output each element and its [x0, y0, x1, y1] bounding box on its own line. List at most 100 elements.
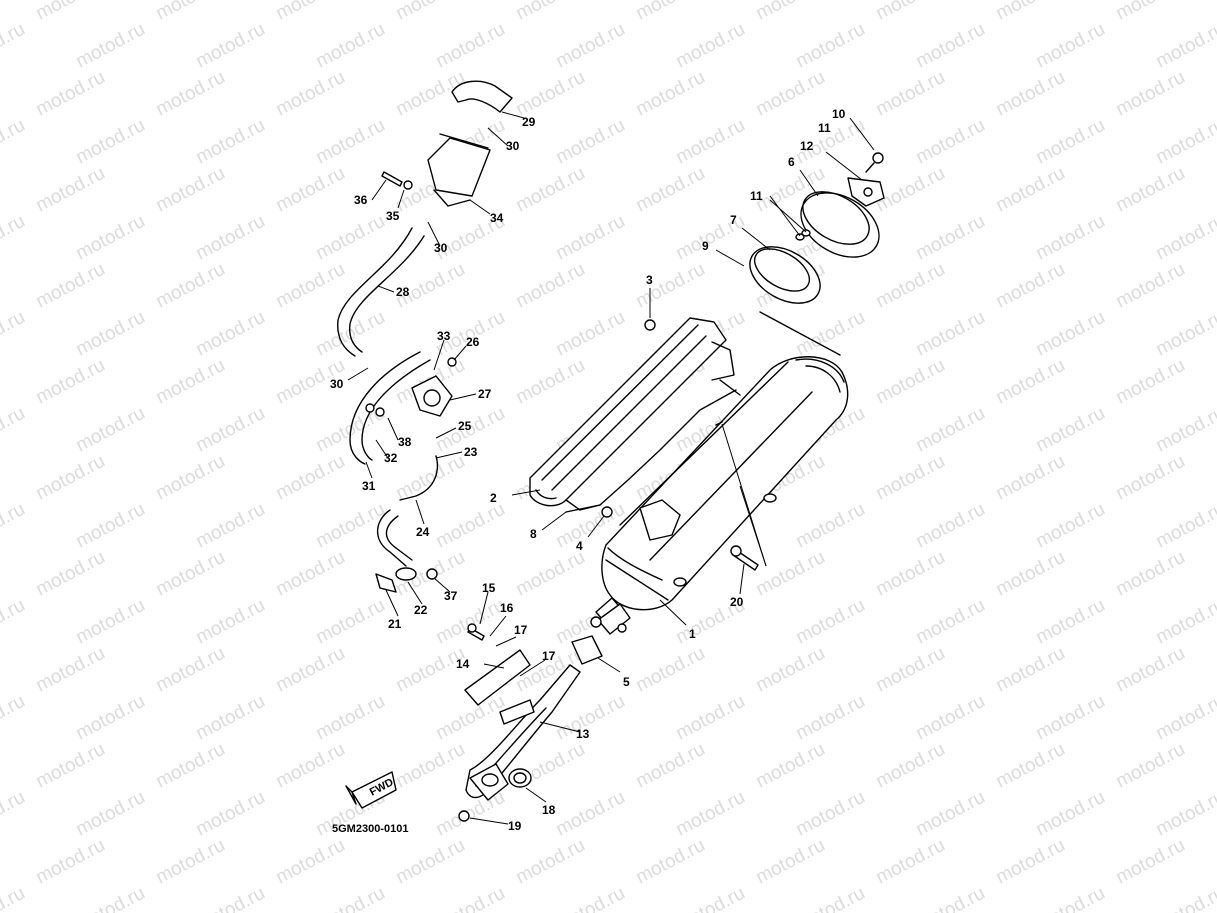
watermark-text: motod.ru [272, 835, 348, 889]
watermark-text: motod.ru [272, 67, 348, 121]
gasket-and-ring [749, 229, 841, 356]
air-induction-system [337, 80, 513, 593]
watermark-text: motod.ru [0, 115, 29, 169]
watermark-text: motod.ru [0, 499, 29, 553]
watermark-text: motod.ru [992, 259, 1068, 313]
watermark-text: motod.ru [1112, 355, 1188, 409]
callout-1: 1 [689, 627, 696, 641]
watermark-text: motod.ru [1112, 835, 1188, 889]
watermark-text: motod.ru [0, 403, 29, 457]
callout-15: 15 [482, 581, 496, 595]
watermark-text: motod.ru [432, 883, 508, 913]
watermark-text: motod.ru [192, 691, 268, 745]
watermark-text: motod.ru [192, 115, 268, 169]
watermark-text: motod.ru [1112, 163, 1188, 217]
watermark-text: motod.ru [912, 883, 988, 913]
watermark-text: motod.ru [1152, 691, 1217, 745]
callout-4: 4 [576, 539, 583, 553]
watermark-text: motod.ru [312, 883, 388, 913]
watermark-text: motod.ru [792, 19, 868, 73]
muffler-end-cover [800, 152, 885, 258]
watermark-text: motod.ru [1032, 307, 1108, 361]
watermark-text: motod.ru [1032, 691, 1108, 745]
watermark-text: motod.ru [432, 691, 508, 745]
watermark-text: motod.ru [312, 595, 388, 649]
watermark-text: motod.ru [872, 163, 948, 217]
watermark-text: motod.ru [912, 499, 988, 553]
callout-10: 10 [832, 107, 846, 121]
watermark-text: motod.ru [192, 883, 268, 913]
watermark-text: motod.ru [192, 787, 268, 841]
watermark-text: motod.ru [72, 595, 148, 649]
callout-14: 14 [456, 657, 470, 671]
watermark-text: motod.ru [632, 67, 708, 121]
watermark-text: motod.ru [992, 163, 1068, 217]
watermark-text: motod.ru [792, 787, 868, 841]
watermark-text: motod.ru [1112, 739, 1188, 793]
watermark-text: motod.ru [72, 691, 148, 745]
watermark-text: motod.ru [152, 0, 228, 24]
watermark-text: motod.ru [672, 691, 748, 745]
watermark-text: motod.ru [552, 115, 628, 169]
watermark-text: motod.ru [1032, 19, 1108, 73]
watermark-text: motod.ru [152, 355, 228, 409]
watermark-text: motod.ru [872, 643, 948, 697]
callout-11b: 11 [818, 121, 831, 135]
watermark-text: motod.ru [792, 499, 868, 553]
watermark-text: motod.ru [32, 0, 108, 24]
watermark-text: motod.ru [72, 307, 148, 361]
watermark-text: motod.ru [752, 739, 828, 793]
watermark-text: motod.ru [1112, 0, 1188, 24]
watermark-text: motod.ru [552, 787, 628, 841]
watermark-text: motod.ru [912, 211, 988, 265]
watermark-text: motod.ru [792, 883, 868, 913]
callout-27: 27 [478, 387, 492, 401]
fwd-arrow-icon: FWD [345, 771, 397, 809]
watermark-text: motod.ru [32, 355, 108, 409]
watermark-text: motod.ru [72, 787, 148, 841]
watermark-text: motod.ru [272, 451, 348, 505]
watermark-text: motod.ru [912, 19, 988, 73]
callout-22: 22 [414, 603, 428, 617]
callout-23: 23 [464, 445, 478, 459]
callout-36: 36 [354, 193, 368, 207]
callout-29: 29 [522, 115, 536, 129]
watermark-text: motod.ru [512, 355, 588, 409]
callout-17b: 17 [542, 649, 556, 663]
watermark-text: motod.ru [552, 211, 628, 265]
watermark-text: motod.ru [872, 67, 948, 121]
callout-11a: 11 [750, 189, 763, 203]
watermark-text: motod.ru [1152, 307, 1217, 361]
watermark-text: motod.ru [1032, 211, 1108, 265]
watermark-text: motod.ru [32, 163, 108, 217]
callout-30b: 30 [434, 241, 448, 255]
callout-28: 28 [396, 285, 410, 299]
watermark-text: motod.ru [192, 19, 268, 73]
watermark-text: motod.ru [272, 0, 348, 24]
callout-37: 37 [444, 589, 458, 603]
watermark-text: motod.ru [872, 451, 948, 505]
watermark-text: motod.ru [152, 739, 228, 793]
callout-26: 26 [466, 335, 480, 349]
heat-protector-2 [565, 389, 737, 513]
watermark-text: motod.ru [1032, 595, 1108, 649]
watermark-text: motod.ru [152, 451, 228, 505]
watermark-text: motod.ru [632, 259, 708, 313]
watermark-text: motod.ru [0, 211, 29, 265]
watermark-text: motod.ru [32, 67, 108, 121]
watermark-text: motod.ru [0, 787, 29, 841]
watermark-text: motod.ru [992, 67, 1068, 121]
watermark-text: motod.ru [192, 595, 268, 649]
watermark-text: motod.ru [912, 115, 988, 169]
callout-31: 31 [362, 479, 376, 493]
watermark-text: motod.ru [872, 259, 948, 313]
watermark-text: motod.ru [512, 835, 588, 889]
watermark-text: motod.ru [632, 643, 708, 697]
callout-8: 8 [530, 527, 537, 541]
watermark-text: motod.ru [672, 211, 748, 265]
watermark-text: motod.ru [672, 115, 748, 169]
watermark-text: motod.ru [312, 211, 388, 265]
watermark-text: motod.ru [912, 691, 988, 745]
watermark-text: motod.ru [1112, 259, 1188, 313]
